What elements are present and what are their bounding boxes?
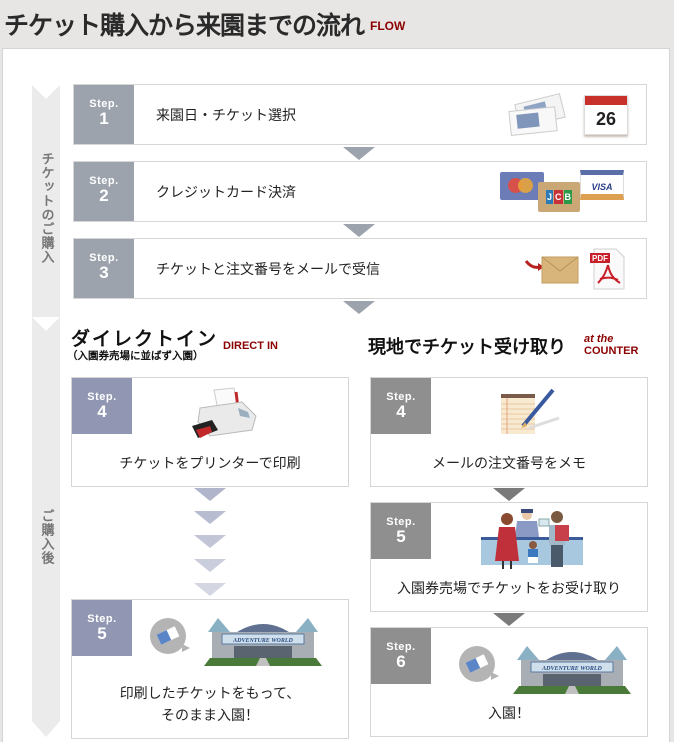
direct-in-subtitle: （入園券売場に並ばず入園）: [67, 350, 204, 362]
printer-icon: [192, 387, 257, 438]
step-badge: Step. 1: [74, 85, 134, 144]
step-text-line2: そのまま入園！: [161, 708, 259, 724]
step-number: 1: [99, 109, 109, 128]
step-text: クレジットカード決済: [156, 185, 296, 201]
flow-panel: チケットのご購入 ご購入後 Step. 1 来園日・チケット選択: [2, 48, 670, 742]
arrow-down-icon: [493, 488, 525, 501]
step-number: 2: [99, 186, 109, 205]
envelope-icon: [524, 256, 579, 284]
step-label: Step.: [87, 613, 117, 625]
ticket-bubble-icon: [459, 646, 499, 682]
step-label: Step.: [87, 391, 117, 403]
direct-in-title: ダイレクトイン: [71, 328, 219, 350]
park-entrance-icon: ADVENTURE WORLD: [513, 646, 631, 694]
rail-purchase: チケットのご購入: [32, 85, 60, 331]
step-number: 6: [396, 652, 406, 671]
step-text: 来園日・チケット選択: [156, 108, 296, 124]
counter-title-en-1: at the: [584, 333, 614, 345]
arrow-down-icon: [493, 613, 525, 626]
visa-card-icon: VISA: [580, 170, 624, 200]
purchase-step-2: Step. 2 クレジットカード決済 J C B VISA: [73, 161, 647, 222]
step-text: 入園券売場でチケットをお受け取り: [397, 581, 621, 597]
step-text-line1: 印刷したチケットをもって、: [119, 686, 301, 702]
step-text: チケットをプリンターで印刷: [119, 456, 301, 472]
step-label: Step.: [386, 641, 416, 653]
step-label: Step.: [386, 516, 416, 528]
direct-in-step-5: Step. 5 ADVENTURE WORLD 印刷したチケットをもって、 その…: [71, 599, 349, 739]
purchase-step-3: Step. 3 チケットと注文番号をメールで受信 PDF: [73, 238, 647, 299]
svg-text:ADVENTURE WORLD: ADVENTURE WORLD: [232, 638, 293, 644]
arrow-down-icon: [343, 224, 375, 237]
svg-text:PDF: PDF: [592, 254, 608, 263]
step-label: Step.: [89, 98, 119, 110]
counter-step-4: Step. 4 メールの注文番号をメモ: [370, 377, 648, 487]
step-badge: Step. 6: [371, 628, 431, 684]
arrow-down-icon: [343, 147, 375, 160]
visa-label: VISA: [591, 182, 613, 192]
step-badge: Step. 5: [72, 600, 132, 656]
jcb-card-icon: J C B: [538, 182, 580, 212]
step-label: Step.: [386, 391, 416, 403]
step-number: 5: [396, 527, 406, 546]
ticket-counter-icon: [481, 509, 583, 569]
calendar-day: 26: [595, 109, 617, 129]
direct-in-step-4: Step. 4 チケットをプリンターで印刷: [71, 377, 349, 487]
pdf-icon: PDF: [590, 248, 625, 290]
arrow-down-icon: [194, 559, 226, 572]
purchase-step-1: Step. 1 来園日・チケット選択 26: [73, 84, 647, 145]
step-number: 5: [97, 624, 107, 643]
rail-after-arrow: [32, 721, 60, 737]
calendar-icon: 26: [584, 95, 628, 135]
notepad-icon: [501, 388, 560, 434]
page-title-text: チケット購入から来園までの流れ: [4, 11, 365, 40]
counter-title: 現地でチケット受け取り: [368, 337, 566, 358]
arrow-down-icon: [194, 511, 226, 524]
mastercard-icon: [500, 172, 544, 200]
step-label: Step.: [89, 175, 119, 187]
arrow-down-icon: [194, 535, 226, 548]
arrow-down-icon: [194, 488, 226, 501]
counter-step-5: Step. 5 入園券売場でチケットをお受け取り: [370, 502, 648, 612]
step-number: 4: [396, 402, 406, 421]
arrow-down-icon: [343, 301, 375, 314]
ticket-bubble-icon: [150, 618, 190, 654]
counter-title-en-2: COUNTER: [584, 345, 639, 357]
step-number: 3: [99, 263, 109, 282]
page-title-en: FLOW: [370, 19, 406, 33]
step-badge: Step. 4: [72, 378, 132, 434]
step-badge: Step. 4: [371, 378, 431, 434]
step-number: 4: [97, 402, 107, 421]
park-entrance-icon: ADVENTURE WORLD: [204, 618, 322, 666]
rail-after-label: ご購入後: [38, 509, 54, 565]
rail-after: ご購入後: [32, 317, 60, 721]
svg-text:ADVENTURE WORLD: ADVENTURE WORLD: [541, 666, 602, 672]
step-text: チケットと注文番号をメールで受信: [156, 262, 380, 278]
step-badge: Step. 2: [74, 162, 134, 221]
step-text: メールの注文番号をメモ: [432, 456, 586, 472]
rail-notch: [32, 317, 60, 331]
step-text: 入園！: [488, 706, 530, 722]
direct-in-title-en: DIRECT IN: [223, 340, 278, 352]
arrow-down-icon: [194, 583, 226, 596]
rail-purchase-label: チケットのご購入: [38, 152, 54, 264]
rail-notch: [32, 85, 60, 99]
counter-step-6: Step. 6 ADVENTURE WORLD 入園！: [370, 627, 648, 737]
step-badge: Step. 5: [371, 503, 431, 559]
step-badge: Step. 3: [74, 239, 134, 298]
page-title: チケット購入から来園までの流れ FLOW: [4, 6, 405, 42]
step-label: Step.: [89, 252, 119, 264]
ticket-icon: [508, 93, 566, 136]
